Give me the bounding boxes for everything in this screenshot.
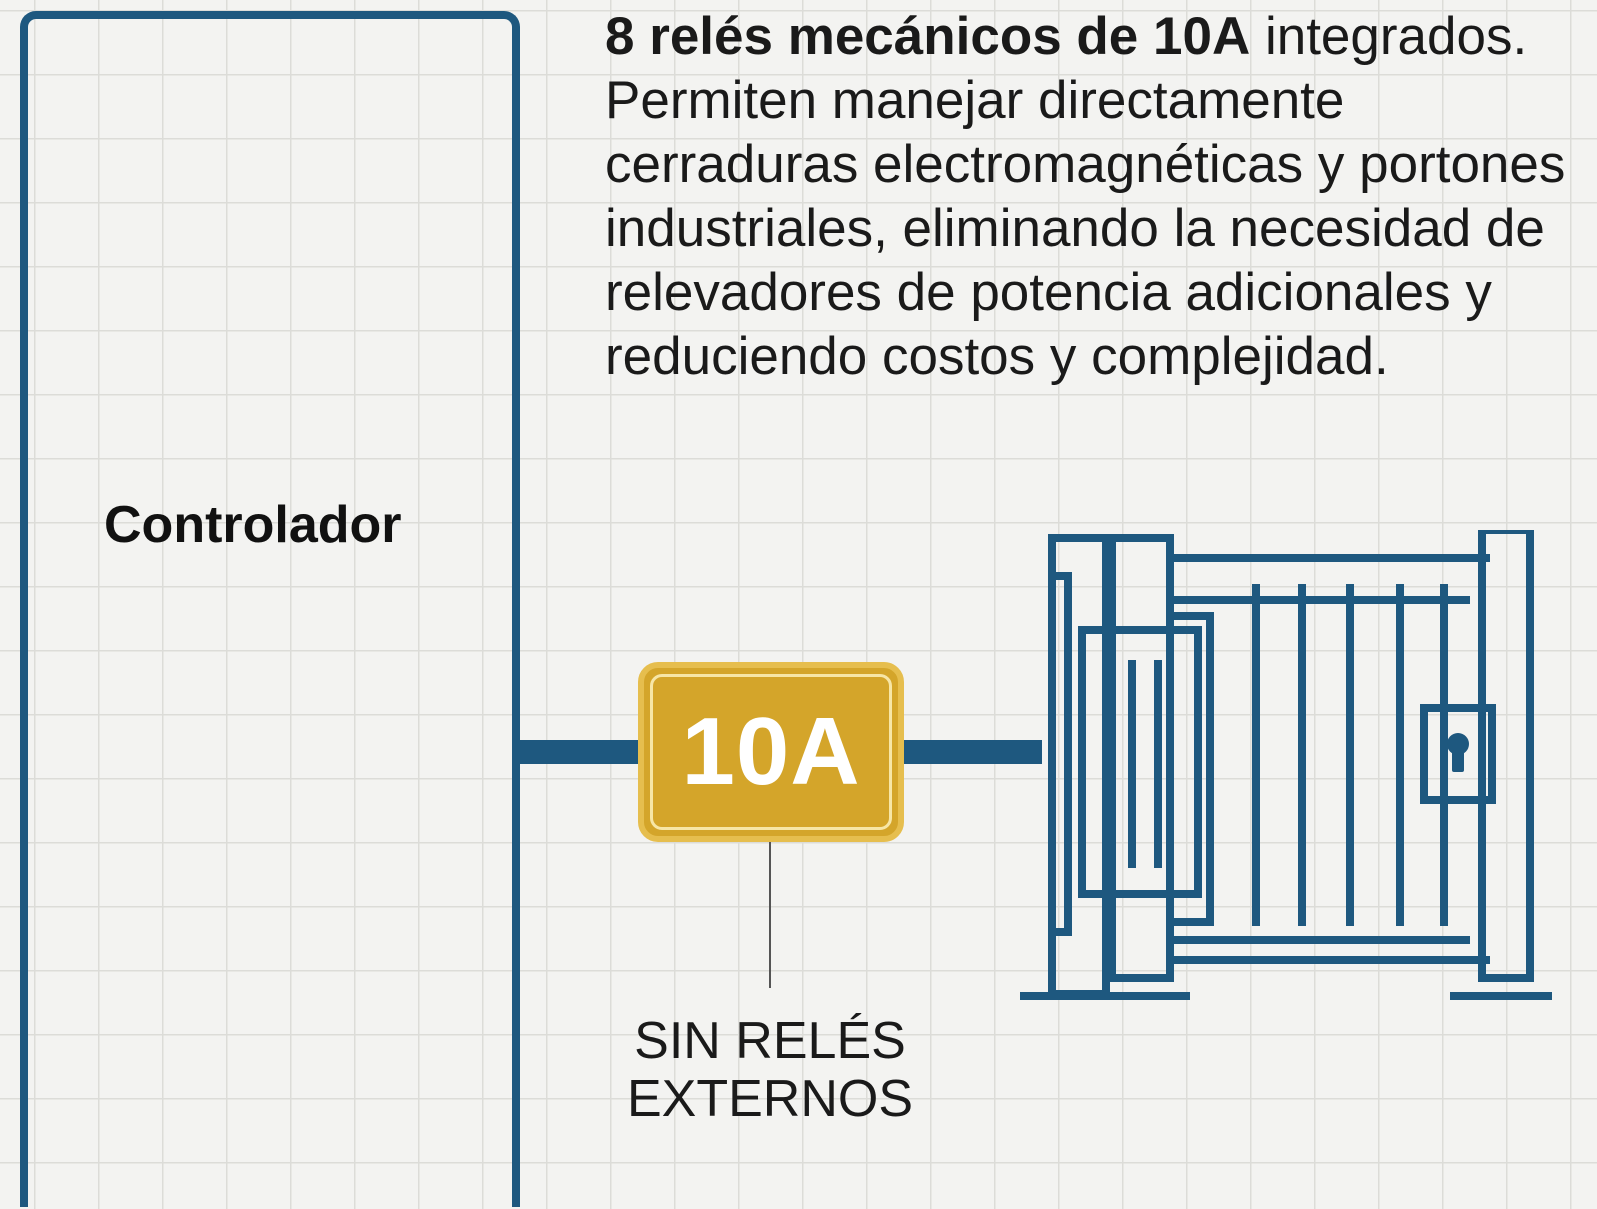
gate-maglock-plate (1078, 626, 1202, 898)
relay-rating: 10A (681, 698, 861, 805)
gate-right-post (1478, 530, 1534, 982)
gate-lock-box (1420, 704, 1496, 804)
industrial-gate-icon (1020, 530, 1552, 1000)
description-text: 8 relés mecánicos de 10A integrados. Per… (605, 5, 1590, 389)
note-line-2: EXTERNOS (626, 1070, 914, 1128)
gate-hinge-marks (1052, 572, 1072, 936)
keyhole-lock-icon (1447, 733, 1469, 772)
note-line-1: SIN RELÉS (634, 1012, 906, 1070)
wire-controller-to-relay (520, 740, 640, 764)
controller-label: Controlador (104, 496, 402, 554)
wire-relay-to-gate (902, 740, 1042, 764)
leader-line (769, 842, 771, 988)
controller-box (20, 11, 520, 1207)
relay-badge: 10A (638, 662, 904, 842)
no-external-relays-note: SIN RELÉS EXTERNOS (620, 1012, 920, 1128)
relay-badge-inner: 10A (650, 674, 892, 830)
description-rest: integrados. Permiten manejar directament… (605, 7, 1566, 386)
gate-inner-post (1108, 534, 1174, 982)
description-bold: 8 relés mecánicos de 10A (605, 7, 1251, 66)
gate-frame-outline (1166, 554, 1490, 964)
